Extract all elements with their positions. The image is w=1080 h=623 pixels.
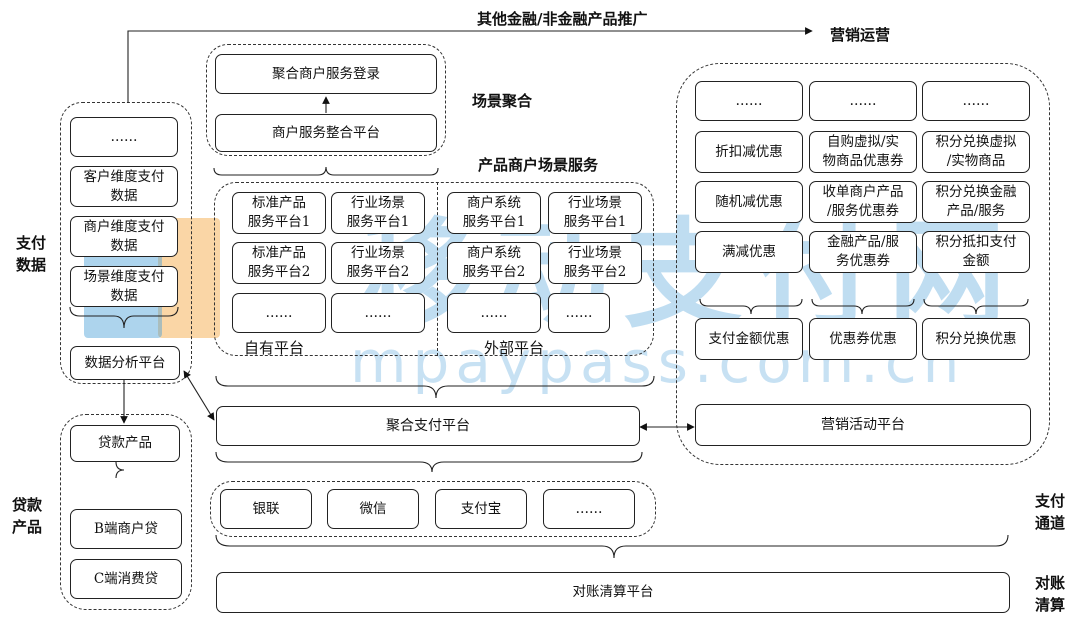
- loan-column-group: [60, 414, 192, 610]
- own-external-divider: [437, 182, 438, 356]
- merchant-system-platform-2: 商户系统 服务平台2: [447, 242, 541, 284]
- self-purchase-coupon: 自购虚拟/实 物商品优惠券: [809, 131, 917, 173]
- c-consumer-loan-box: C端消费贷: [70, 559, 182, 599]
- channel-unionpay: 银联: [220, 489, 312, 529]
- customer-dimension-box: 客户维度支付 数据: [70, 166, 178, 207]
- points-virtual-goods: 积分兑换虚拟 /实物商品: [922, 131, 1030, 173]
- own-platform-label: 自有平台: [244, 339, 305, 357]
- merchant-integration-box: 商户服务整合平台: [215, 114, 437, 152]
- payment-data-label: 支付 数据: [16, 234, 47, 274]
- external-ellipsis-1: ……: [447, 293, 541, 333]
- product-merchant-scene-group: [214, 182, 654, 356]
- payment-amount-offer: 支付金额优惠: [695, 318, 803, 360]
- standard-product-platform-1: 标准产品 服务平台1: [232, 192, 326, 234]
- channel-more: ……: [543, 489, 635, 529]
- scene-dimension-box: 场景维度支付 数据: [70, 266, 178, 307]
- standard-product-platform-2: 标准产品 服务平台2: [232, 242, 326, 284]
- scene-aggregation-label: 场景聚合: [472, 92, 533, 110]
- marketing-ellipsis-2: ……: [809, 81, 917, 121]
- promo-label: 其他金融/非金融产品推广: [477, 10, 648, 28]
- reconciliation-platform: 对账清算平台: [216, 572, 1010, 613]
- marketing-activity-platform: 营销活动平台: [695, 404, 1031, 446]
- aggregated-payment-platform: 聚合支付平台: [216, 406, 640, 446]
- points-finance-products: 积分兑换金融 产品/服务: [922, 181, 1030, 223]
- industry-scene-platform-1-ext: 行业场景 服务平台1: [548, 192, 642, 234]
- merchant-system-platform-1: 商户系统 服务平台1: [447, 192, 541, 234]
- marketing-ops-label: 营销运营: [830, 26, 891, 44]
- marketing-ellipsis-3: ……: [922, 81, 1030, 121]
- b-merchant-loan-box: B端商户贷: [70, 509, 182, 549]
- external-ellipsis-2: ……: [548, 293, 610, 333]
- data-analysis-platform-box: 数据分析平台: [70, 346, 180, 380]
- data-ellipsis-box: ……: [70, 117, 178, 157]
- loan-products-label: 贷款 产品: [12, 496, 43, 536]
- marketing-ellipsis-1: ……: [695, 81, 803, 121]
- scene-aggregation-group: [206, 44, 446, 156]
- data-column-group: [60, 102, 192, 384]
- finance-product-coupon: 金融产品/服 务优惠券: [809, 231, 917, 273]
- channel-wechat: 微信: [327, 489, 419, 529]
- channel-alipay: 支付宝: [435, 489, 527, 529]
- marketing-group: [676, 63, 1050, 465]
- acquiring-merchant-coupon: 收单商户产品 /服务优惠券: [809, 181, 917, 223]
- industry-scene-platform-2-own: 行业场景 服务平台2: [331, 242, 425, 284]
- own-ellipsis-2: ……: [331, 293, 425, 333]
- discount-offer: 折扣减优惠: [695, 131, 803, 173]
- points-deduct-payment: 积分抵扣支付 金额: [922, 231, 1030, 273]
- industry-scene-platform-1-own: 行业场景 服务平台1: [331, 192, 425, 234]
- merchant-dimension-box: 商户维度支付 数据: [70, 216, 178, 257]
- payment-channel-label: 支付 通道: [1035, 492, 1066, 532]
- full-reduction-offer: 满减优惠: [695, 231, 803, 273]
- own-ellipsis-1: ……: [232, 293, 326, 333]
- reconciliation-label: 对账 清算: [1035, 574, 1066, 614]
- points-exchange-offer: 积分兑换优惠: [922, 318, 1030, 360]
- loan-products-box: 贷款产品: [70, 425, 180, 462]
- coupon-offer: 优惠券优惠: [809, 318, 917, 360]
- random-discount: 随机减优惠: [695, 181, 803, 223]
- product-merchant-scene-label: 产品商户场景服务: [478, 156, 599, 174]
- external-platform-label: 外部平台: [484, 339, 545, 357]
- industry-scene-platform-2-ext: 行业场景 服务平台2: [548, 242, 642, 284]
- channel-group: [210, 481, 656, 537]
- merchant-login-box: 聚合商户服务登录: [215, 54, 437, 94]
